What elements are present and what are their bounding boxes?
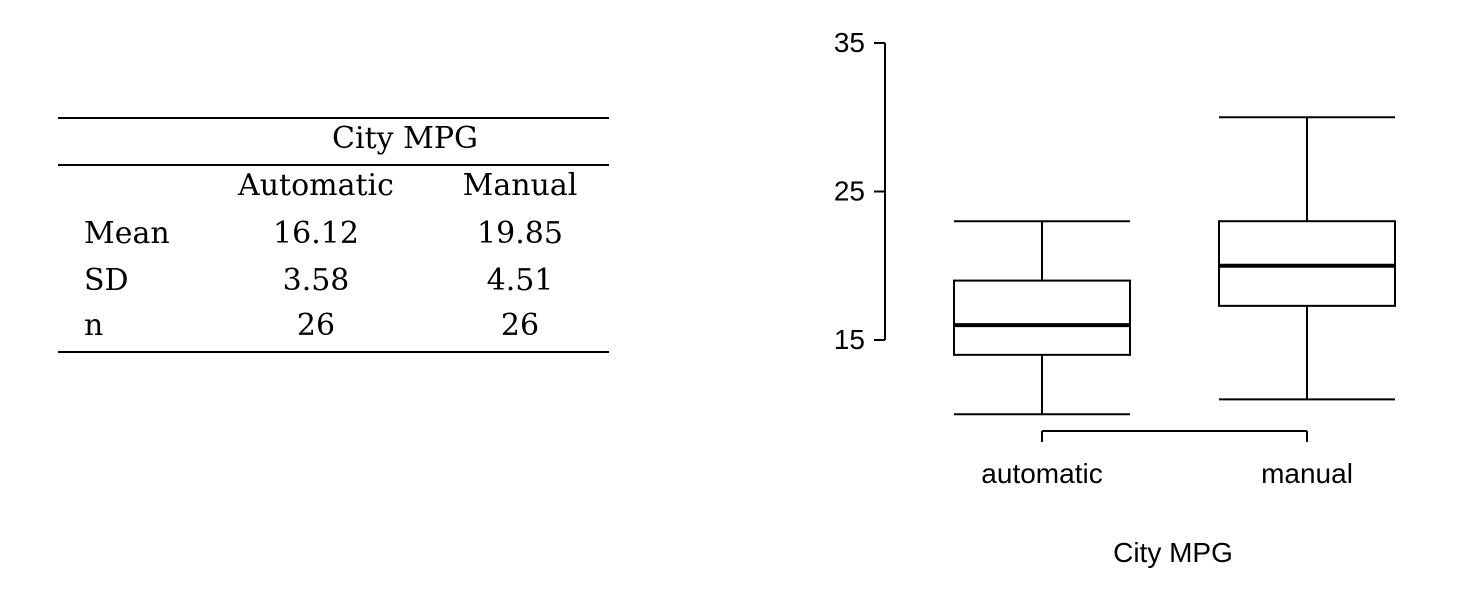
cell-mean-automatic: 16.12 [273,216,359,251]
x-tick-label-manual: manual [1261,458,1353,489]
row-label-mean: Mean [84,216,170,251]
cell-sd-automatic: 3.58 [282,263,350,298]
column-header-automatic: Automatic [238,168,394,203]
y-tick-label-35: 35 [834,27,865,58]
cell-mean-manual: 19.85 [477,216,563,251]
summary-table: City MPG Automatic Manual Mean 16.12 19.… [58,117,609,353]
cell-sd-manual: 4.51 [486,263,554,298]
x-tick-label-automatic: automatic [981,458,1102,489]
table-bottom-rule [58,351,609,353]
table-top-rule [58,117,609,119]
table-header-rule [58,164,609,166]
row-label-n: n [84,308,104,343]
cell-n-automatic: 26 [296,308,336,343]
column-header-manual: Manual [462,168,578,203]
x-axis-title: City MPG [1113,537,1233,568]
cell-n-manual: 26 [500,308,540,343]
y-tick-label-15: 15 [834,324,865,355]
table-group-header: City MPG [332,121,478,156]
box-manual [1218,220,1396,307]
box-automatic [953,279,1131,356]
row-label-sd: SD [84,263,129,298]
y-tick-label-25: 25 [834,176,865,207]
